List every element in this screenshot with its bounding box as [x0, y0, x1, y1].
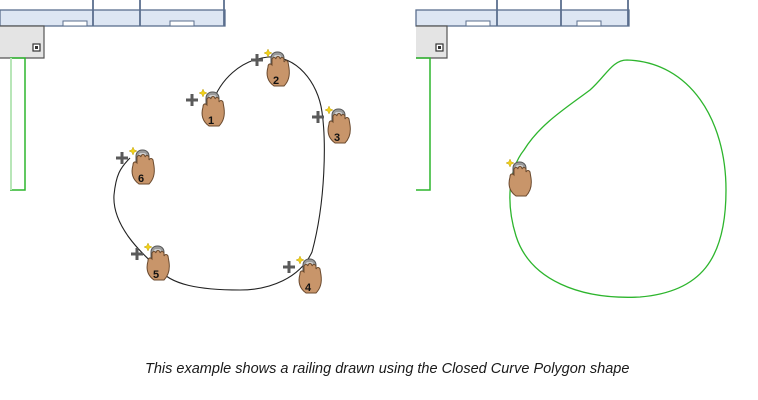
window-marker	[576, 20, 602, 27]
right-floorplan-walls	[415, 0, 630, 191]
sparkle-icon	[198, 88, 208, 98]
corner-wall-left	[0, 25, 45, 59]
plus-icon	[131, 248, 143, 260]
point-label-2: 2	[273, 75, 279, 87]
window-marker	[169, 20, 195, 27]
point-label-6: 6	[138, 173, 144, 185]
window-marker	[62, 20, 88, 27]
sparkle-icon	[295, 255, 305, 265]
point-3-cursor: 3	[312, 105, 351, 144]
sparkle-icon	[324, 105, 334, 115]
point-5-cursor: 5	[131, 242, 170, 281]
point-4-cursor: 4	[283, 255, 322, 294]
green-railing-left	[10, 57, 26, 191]
point-2-cursor: 2	[251, 48, 290, 87]
point-1-cursor: 1	[186, 88, 225, 127]
sparkle-icon	[505, 158, 515, 168]
hand-pointer-icon	[508, 161, 532, 197]
plus-icon	[251, 54, 263, 66]
plus-icon	[283, 261, 295, 273]
window-marker	[465, 20, 491, 27]
point-label-1: 1	[208, 115, 214, 127]
top-wall-left	[0, 9, 226, 27]
sparkle-icon	[128, 146, 138, 156]
sparkle-icon	[143, 242, 153, 252]
corner-wall-right	[416, 25, 448, 59]
sparkle-icon	[263, 48, 273, 58]
left-floorplan-walls	[0, 0, 226, 191]
point-label-5: 5	[153, 269, 159, 281]
figure-caption: This example shows a railing drawn using…	[145, 361, 630, 377]
point-6-cursor: 6	[116, 146, 155, 185]
closed-curve-railing	[509, 59, 727, 298]
point-label-3: 3	[334, 132, 340, 144]
plus-icon	[186, 94, 198, 106]
point-label-4: 4	[305, 282, 312, 294]
green-railing-right	[416, 57, 431, 191]
